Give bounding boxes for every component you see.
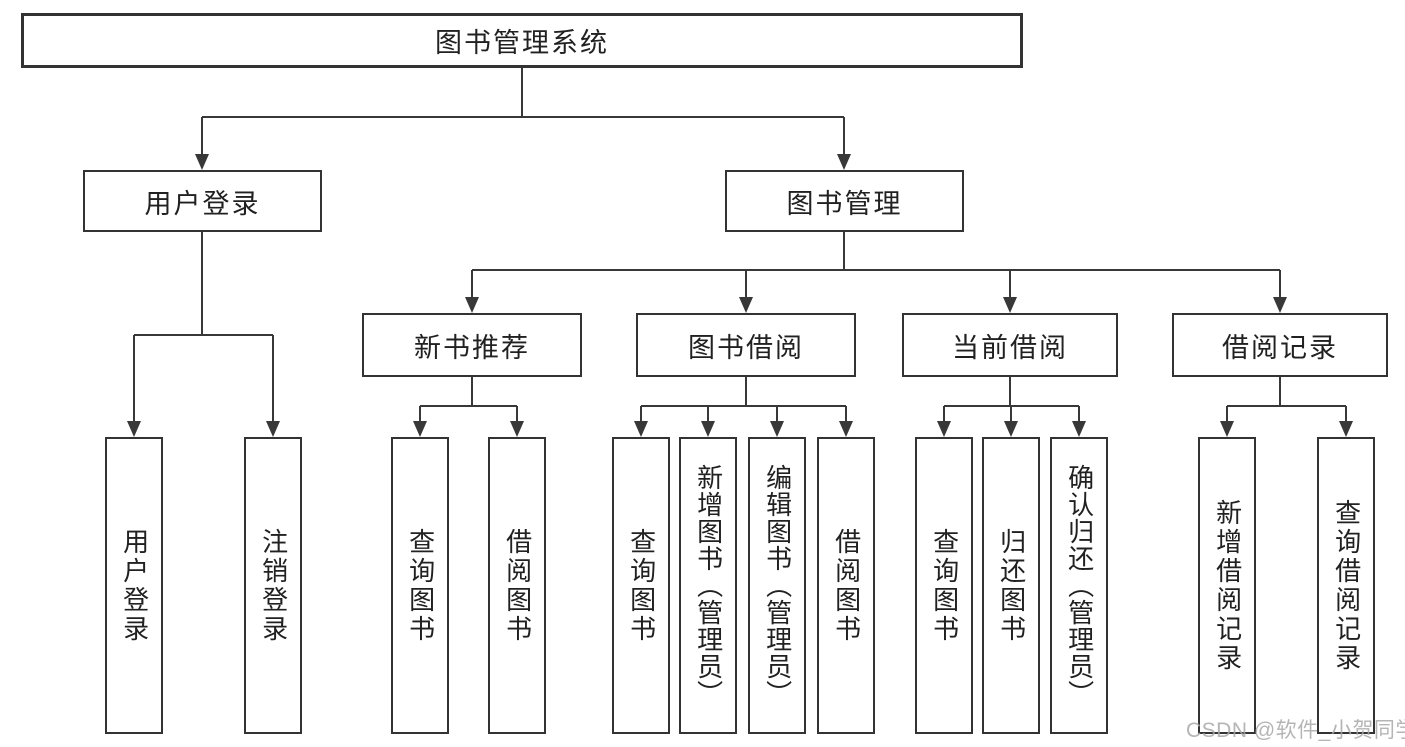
leaf-logout-login: 注销登录: [244, 437, 302, 734]
node-label: 借阅图书: [831, 527, 862, 644]
leaf-query-books-current: 查询图书: [915, 437, 973, 734]
connector-new-book-children: [413, 377, 524, 437]
node-label: 新书推荐: [414, 332, 530, 363]
node-label: 新增借阅记录: [1212, 498, 1243, 673]
leaf-add-borrow-record: 新增借阅记录: [1198, 437, 1256, 734]
node-label: 借阅记录: [1222, 332, 1338, 363]
node-label: 查询图书: [626, 527, 657, 644]
node-user-login: 用户登录: [83, 170, 322, 232]
node-label: 图书管理: [786, 188, 903, 219]
node-label: 用户登录: [144, 188, 261, 219]
connector-user-login-children: [127, 232, 280, 437]
connector-root-to-level2: [195, 68, 851, 170]
node-label: 查询图书: [405, 527, 436, 644]
node-borrowing-records: 借阅记录: [1172, 313, 1388, 377]
node-book-borrowing: 图书借阅: [636, 313, 856, 377]
leaf-add-book-admin: 新增图书（管理员）: [679, 437, 737, 734]
leaf-user-login: 用户登录: [105, 437, 163, 734]
connector-book-management-children: [465, 232, 1287, 313]
node-label: 图书管理系统: [435, 28, 609, 58]
leaf-query-books-recommend: 查询图书: [391, 437, 449, 734]
leaf-confirm-return-admin: 确认归还（管理员）: [1050, 437, 1108, 734]
node-book-management: 图书管理: [725, 170, 964, 232]
leaf-return-book: 归还图书: [982, 437, 1040, 734]
node-label: 编辑图书（管理员）: [762, 464, 793, 707]
node-label: 图书借阅: [688, 332, 804, 363]
node-label: 注销登录: [258, 527, 289, 644]
node-label: 借阅图书: [502, 527, 533, 644]
node-current-borrowing: 当前借阅: [902, 313, 1118, 377]
leaf-edit-book-admin: 编辑图书（管理员）: [748, 437, 806, 734]
csdn-watermark: CSDN @软件_小贺同学: [1186, 719, 1405, 742]
node-label: 归还图书: [996, 527, 1027, 644]
node-library-management-system: 图书管理系统: [21, 13, 1023, 68]
connector-borrow-record-children: [1220, 377, 1353, 437]
connector-current-borrow-children: [937, 377, 1086, 437]
node-label: 查询借阅记录: [1331, 498, 1362, 673]
node-label: 新增图书（管理员）: [693, 464, 724, 707]
leaf-query-books-borrowing: 查询图书: [612, 437, 670, 734]
leaf-borrow-books-borrowing: 借阅图书: [817, 437, 875, 734]
node-label: 当前借阅: [952, 332, 1068, 363]
leaf-borrow-books-recommend: 借阅图书: [488, 437, 546, 734]
node-label: 查询图书: [929, 527, 960, 644]
node-label: 用户登录: [119, 527, 150, 644]
node-label: 确认归还（管理员）: [1064, 464, 1095, 707]
node-new-book-recommendation: 新书推荐: [362, 313, 582, 377]
connector-book-borrow-children: [634, 377, 853, 437]
leaf-query-borrow-record: 查询借阅记录: [1317, 437, 1375, 734]
